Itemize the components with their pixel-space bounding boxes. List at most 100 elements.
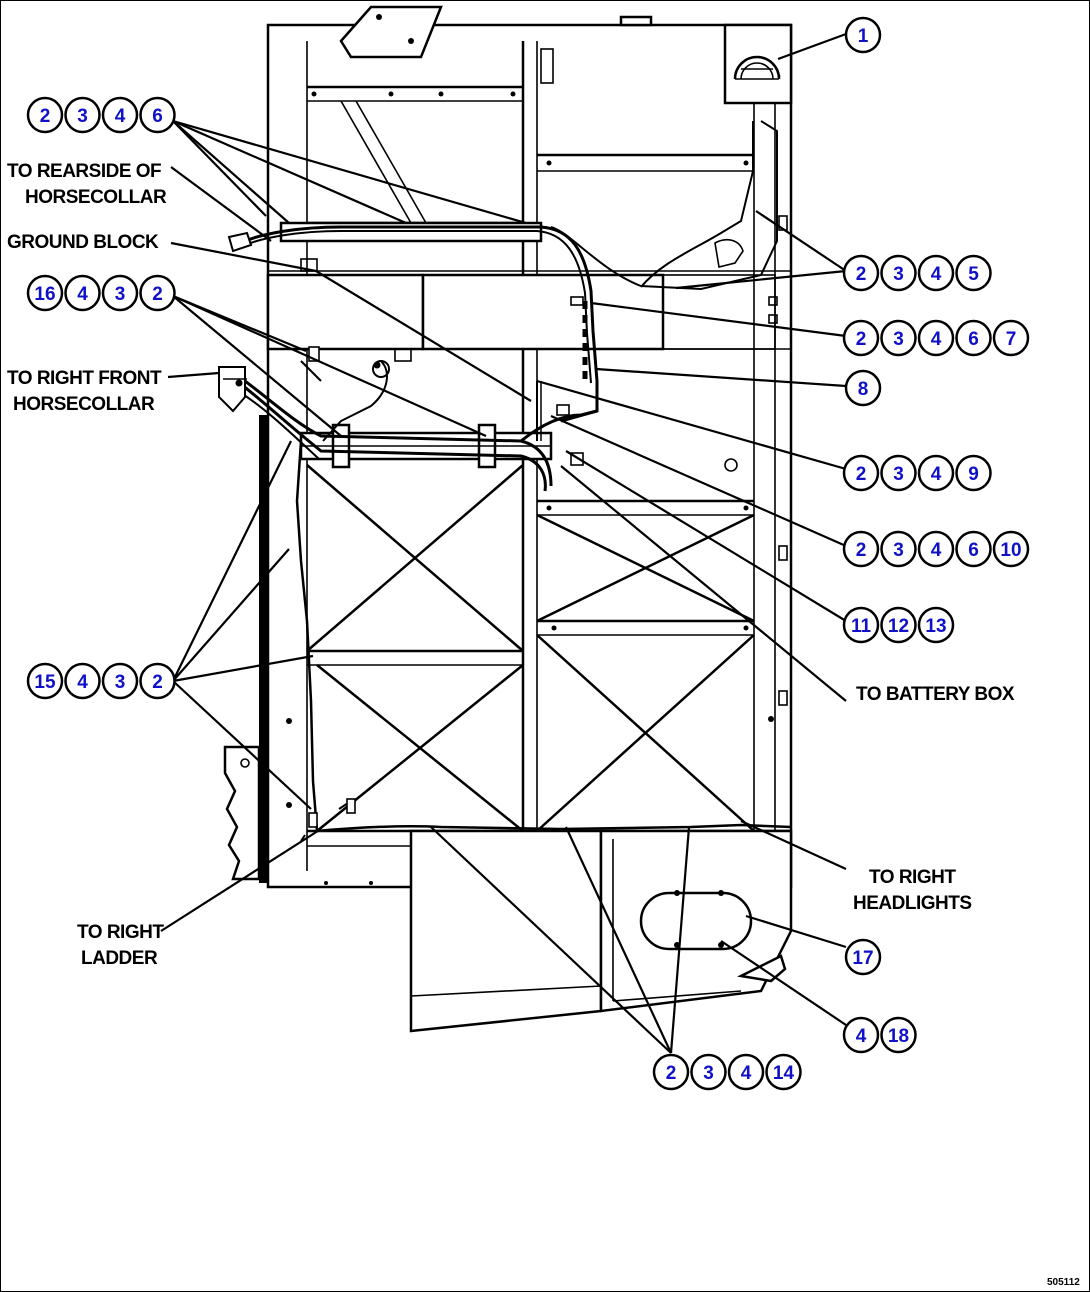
text-labels: TO REARSIDE OF HORSECOLLAR GROUND BLOCK … bbox=[7, 161, 1080, 1288]
callout-circle bbox=[26, 662, 64, 700]
callout-circle bbox=[880, 606, 917, 644]
callout-circle bbox=[880, 1016, 917, 1054]
callout-circle bbox=[917, 606, 955, 644]
callout-number: 17 bbox=[852, 948, 873, 969]
callout-number: 3 bbox=[115, 672, 126, 693]
callout-group: 8 bbox=[844, 369, 882, 407]
junction-box bbox=[723, 23, 793, 105]
callout-group: 11 12 13 bbox=[842, 606, 955, 644]
label-headlights-line2: HEADLIGHTS bbox=[853, 893, 972, 914]
callout-number: 4 bbox=[931, 540, 942, 561]
callout-circle bbox=[992, 530, 1030, 568]
label-ground-block: GROUND BLOCK bbox=[7, 232, 159, 253]
callout-circle bbox=[101, 96, 139, 134]
callout-circle bbox=[955, 254, 992, 292]
callout-group: 17 bbox=[844, 938, 882, 976]
callout-number: 4 bbox=[856, 1026, 867, 1047]
callout-circle bbox=[844, 16, 882, 54]
callout-circle bbox=[917, 454, 955, 492]
callout-circle bbox=[101, 274, 139, 312]
callout-number: 16 bbox=[34, 284, 55, 305]
callout-circle bbox=[842, 530, 880, 568]
callout-group: 1 bbox=[844, 16, 882, 54]
left-rail bbox=[259, 415, 269, 883]
label-rearside-line2: HORSECOLLAR bbox=[25, 187, 167, 208]
callout-group: 4 18 bbox=[842, 1016, 917, 1054]
callout-circle bbox=[880, 319, 917, 357]
callout-circle bbox=[880, 454, 917, 492]
callout-number: 3 bbox=[703, 1063, 714, 1084]
callout-circle bbox=[955, 454, 992, 492]
label-ladder-line1: TO RIGHT bbox=[77, 922, 164, 943]
callout-circle bbox=[917, 530, 955, 568]
callout-number: 10 bbox=[1000, 540, 1021, 561]
callout-circle bbox=[690, 1053, 727, 1091]
callout-number: 14 bbox=[773, 1063, 795, 1084]
callout-circle bbox=[842, 606, 880, 644]
callout-number: 7 bbox=[1006, 329, 1017, 350]
callout-circle bbox=[917, 319, 955, 357]
callout-circle bbox=[765, 1053, 802, 1091]
label-right-front-line2: HORSECOLLAR bbox=[13, 394, 155, 415]
callout-group: 16 4 3 2 bbox=[26, 274, 176, 312]
callout-circle bbox=[844, 369, 882, 407]
callout-circle bbox=[139, 96, 176, 134]
callout-number: 4 bbox=[115, 106, 126, 127]
callout-number: 9 bbox=[968, 464, 979, 485]
callout-circle bbox=[101, 662, 139, 700]
callout-number: 2 bbox=[856, 464, 867, 485]
callout-circle bbox=[64, 274, 101, 312]
callout-number: 8 bbox=[858, 379, 869, 400]
callout-circle bbox=[64, 96, 101, 134]
callout-number: 3 bbox=[893, 540, 904, 561]
callout-number: 3 bbox=[115, 284, 126, 305]
callout-number: 13 bbox=[925, 616, 946, 637]
callout-number: 3 bbox=[893, 464, 904, 485]
callout-number: 4 bbox=[77, 672, 88, 693]
callout-circle bbox=[26, 96, 64, 134]
callout-circle bbox=[26, 274, 64, 312]
callout-circle bbox=[844, 938, 882, 976]
oval-opening bbox=[639, 891, 753, 951]
callout-circle bbox=[842, 254, 880, 292]
callout-number: 6 bbox=[968, 540, 979, 561]
callout-number: 4 bbox=[77, 284, 88, 305]
ground-block bbox=[266, 273, 425, 351]
wire-harness bbox=[218, 120, 792, 842]
label-battery-box: TO BATTERY BOX bbox=[856, 684, 1015, 705]
callout-number: 3 bbox=[77, 106, 88, 127]
callout-number: 18 bbox=[888, 1026, 909, 1047]
callout-circle bbox=[842, 1016, 880, 1054]
callout-number: 2 bbox=[856, 540, 867, 561]
callout-circle bbox=[64, 662, 101, 700]
callout-circle bbox=[955, 530, 992, 568]
callout-circle bbox=[139, 662, 176, 700]
label-right-front-line1: TO RIGHT FRONT bbox=[7, 368, 162, 389]
frame-structure bbox=[223, 5, 793, 1033]
callout-group: 2 3 4 6 10 bbox=[842, 530, 1030, 568]
callout-circle bbox=[842, 454, 880, 492]
top-bracket bbox=[339, 5, 443, 59]
callout-number: 5 bbox=[968, 264, 979, 285]
callout-number: 3 bbox=[893, 329, 904, 350]
callout-number: 2 bbox=[152, 284, 163, 305]
callout-number: 1 bbox=[858, 26, 869, 47]
callout-number: 4 bbox=[931, 329, 942, 350]
callout-circle bbox=[139, 274, 176, 312]
callout-circle bbox=[992, 319, 1030, 357]
bottom-plate-left bbox=[409, 829, 603, 1033]
callout-number: 2 bbox=[40, 106, 51, 127]
callout-number: 11 bbox=[851, 616, 872, 637]
figure-id: 505112 bbox=[1047, 1277, 1080, 1288]
callout-number: 12 bbox=[888, 616, 909, 637]
callout-number: 2 bbox=[666, 1063, 677, 1084]
callout-number: 6 bbox=[968, 329, 979, 350]
callout-number: 15 bbox=[34, 672, 56, 693]
